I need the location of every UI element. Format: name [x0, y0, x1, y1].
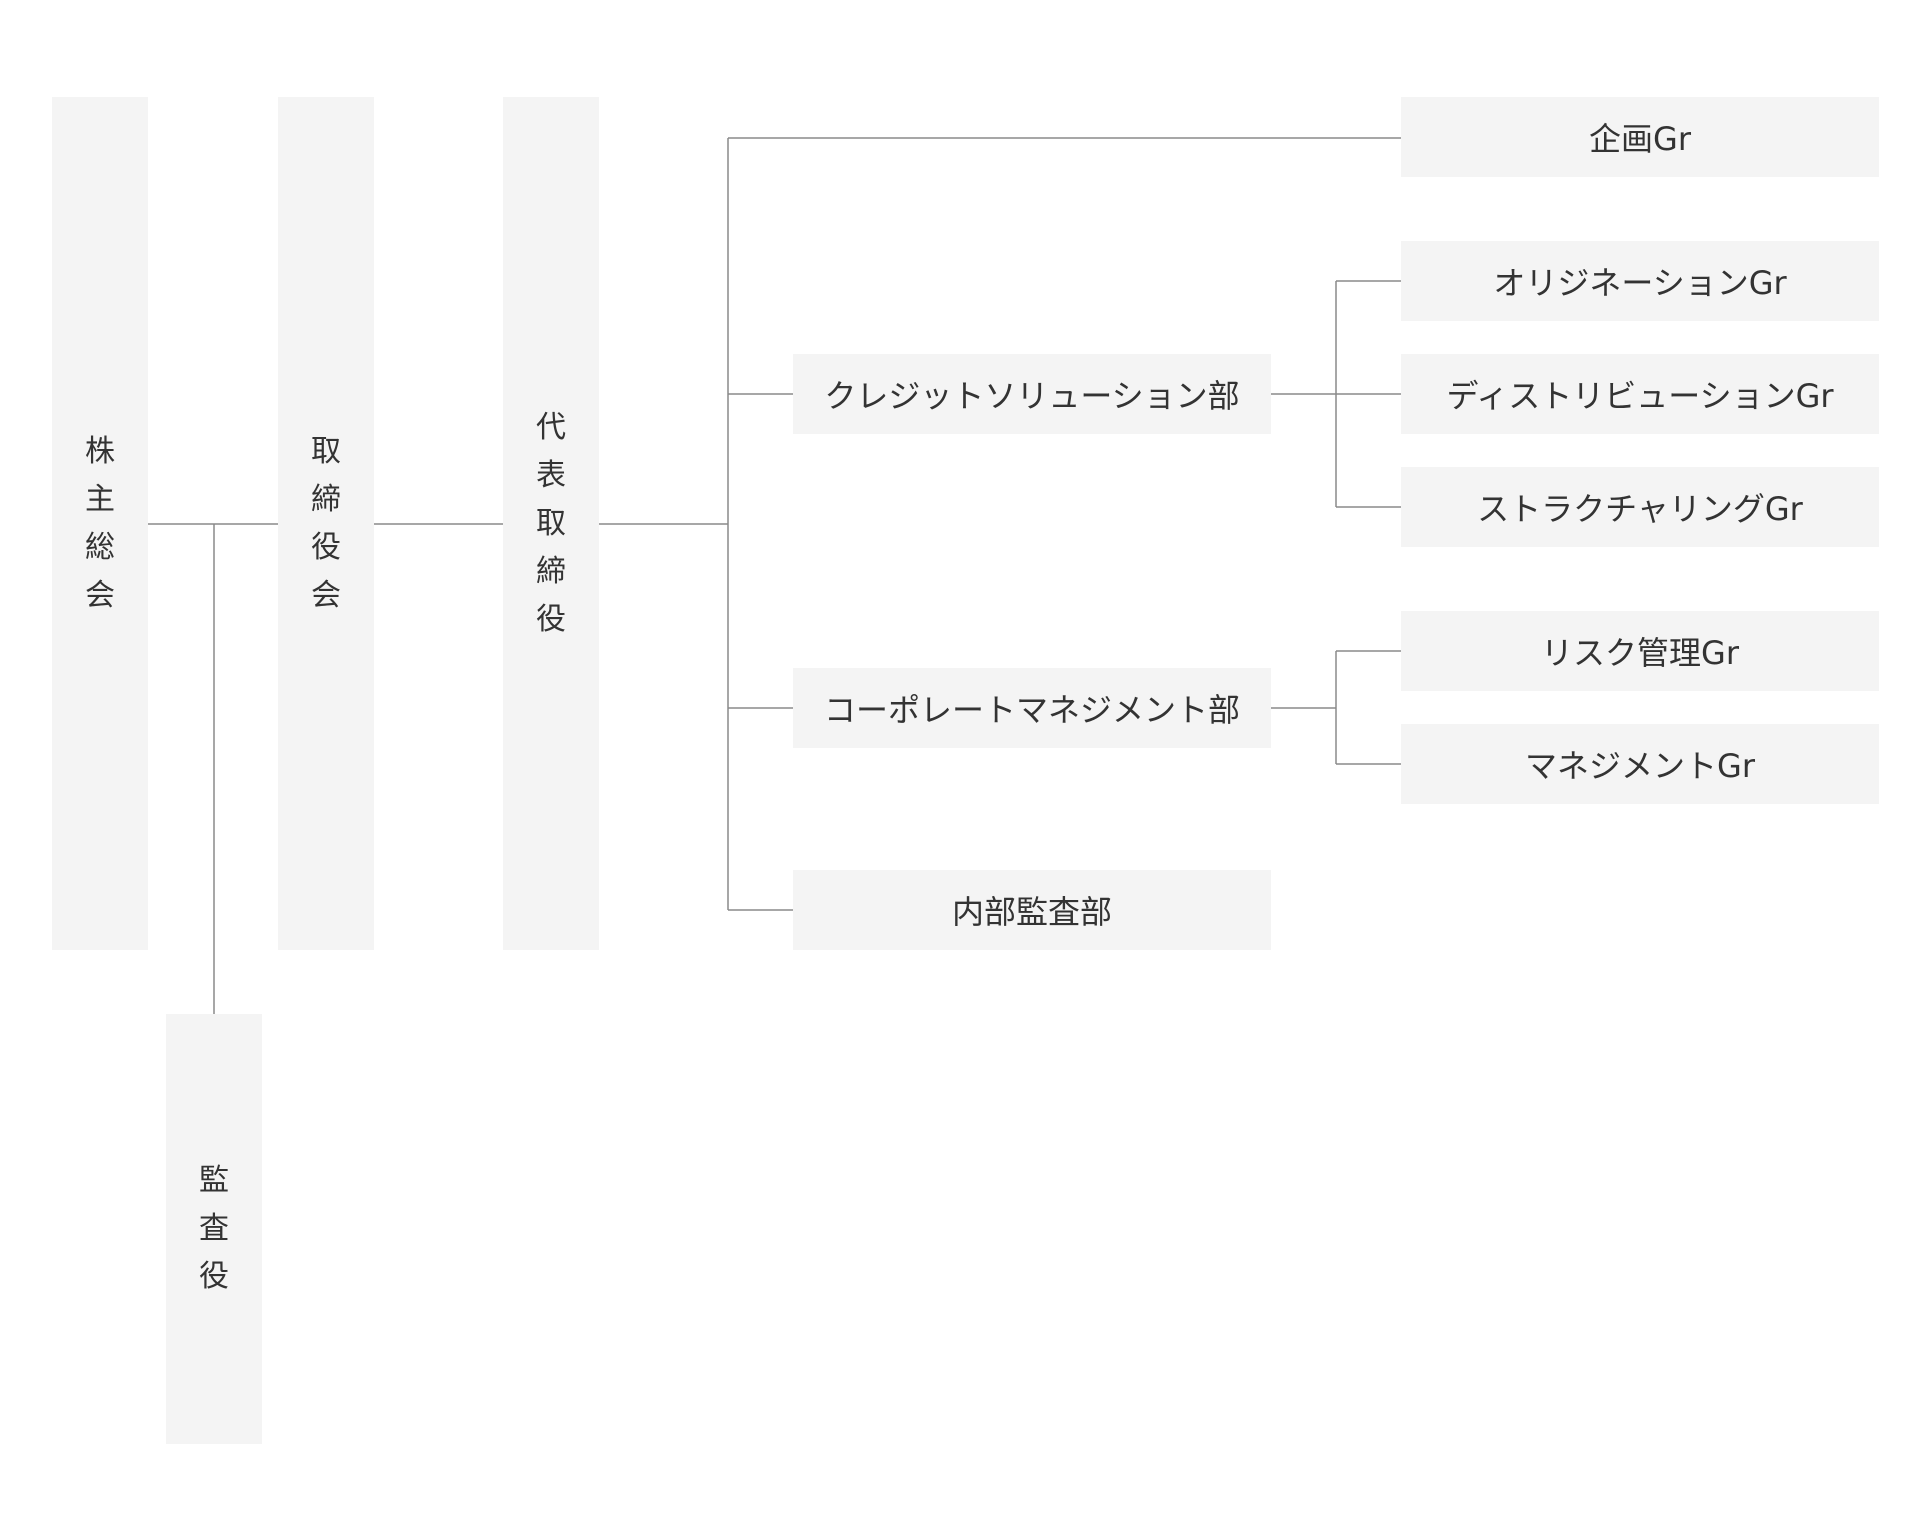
origination-group-box: オリジネーションGr — [1401, 241, 1879, 321]
auditor-box: 監査役 — [166, 1014, 262, 1444]
vertical-char: 締 — [311, 481, 341, 517]
distribution-group-box: ディストリビューションGr — [1401, 354, 1879, 434]
internal-audit-dept-label: 内部監査部 — [951, 893, 1112, 931]
vertical-char: 株 — [85, 433, 115, 469]
origination-group-label: オリジネーションGr — [1493, 264, 1787, 302]
distribution-group-label: ディストリビューションGr — [1446, 377, 1834, 415]
corporate-management-dept-label: コーポレートマネジメント部 — [823, 691, 1240, 729]
representative-director-label: 代表取締役 — [536, 404, 566, 644]
structuring-group-label: ストラクチャリングGr — [1477, 490, 1803, 528]
vertical-char: 取 — [311, 433, 341, 469]
management-group-box: マネジメントGr — [1401, 724, 1879, 804]
vertical-char: 役 — [536, 601, 566, 637]
shareholders-meeting-label: 株主総会 — [85, 428, 115, 620]
board-of-directors-label: 取締役会 — [311, 428, 341, 620]
vertical-char: 会 — [85, 577, 115, 613]
vertical-char: 査 — [199, 1211, 229, 1246]
planning-group-box: 企画Gr — [1401, 97, 1879, 177]
credit-solution-dept-label: クレジットソリューション部 — [824, 377, 1240, 415]
vertical-char: 代 — [536, 409, 566, 445]
vertical-char: 取 — [536, 505, 566, 541]
auditor-label: 監査役 — [199, 1157, 229, 1301]
vertical-char: 会 — [311, 577, 341, 613]
vertical-char: 締 — [536, 553, 566, 589]
vertical-char: 総 — [85, 529, 115, 565]
vertical-char: 主 — [85, 481, 115, 517]
vertical-char: 役 — [311, 529, 341, 565]
risk-management-group-box: リスク管理Gr — [1401, 611, 1879, 691]
internal-audit-dept-box: 内部監査部 — [793, 870, 1271, 950]
credit-solution-dept-box: クレジットソリューション部 — [793, 354, 1271, 434]
planning-group-label: 企画Gr — [1589, 120, 1691, 158]
vertical-char: 役 — [199, 1259, 229, 1294]
representative-director-box: 代表取締役 — [503, 97, 599, 950]
risk-management-group-label: リスク管理Gr — [1541, 634, 1739, 672]
management-group-label: マネジメントGr — [1525, 747, 1755, 785]
vertical-char: 表 — [536, 457, 566, 493]
vertical-char: 監 — [199, 1163, 229, 1198]
structuring-group-box: ストラクチャリングGr — [1401, 467, 1879, 547]
board-of-directors-box: 取締役会 — [278, 97, 374, 950]
corporate-management-dept-box: コーポレートマネジメント部 — [793, 668, 1271, 748]
shareholders-meeting-box: 株主総会 — [52, 97, 148, 950]
